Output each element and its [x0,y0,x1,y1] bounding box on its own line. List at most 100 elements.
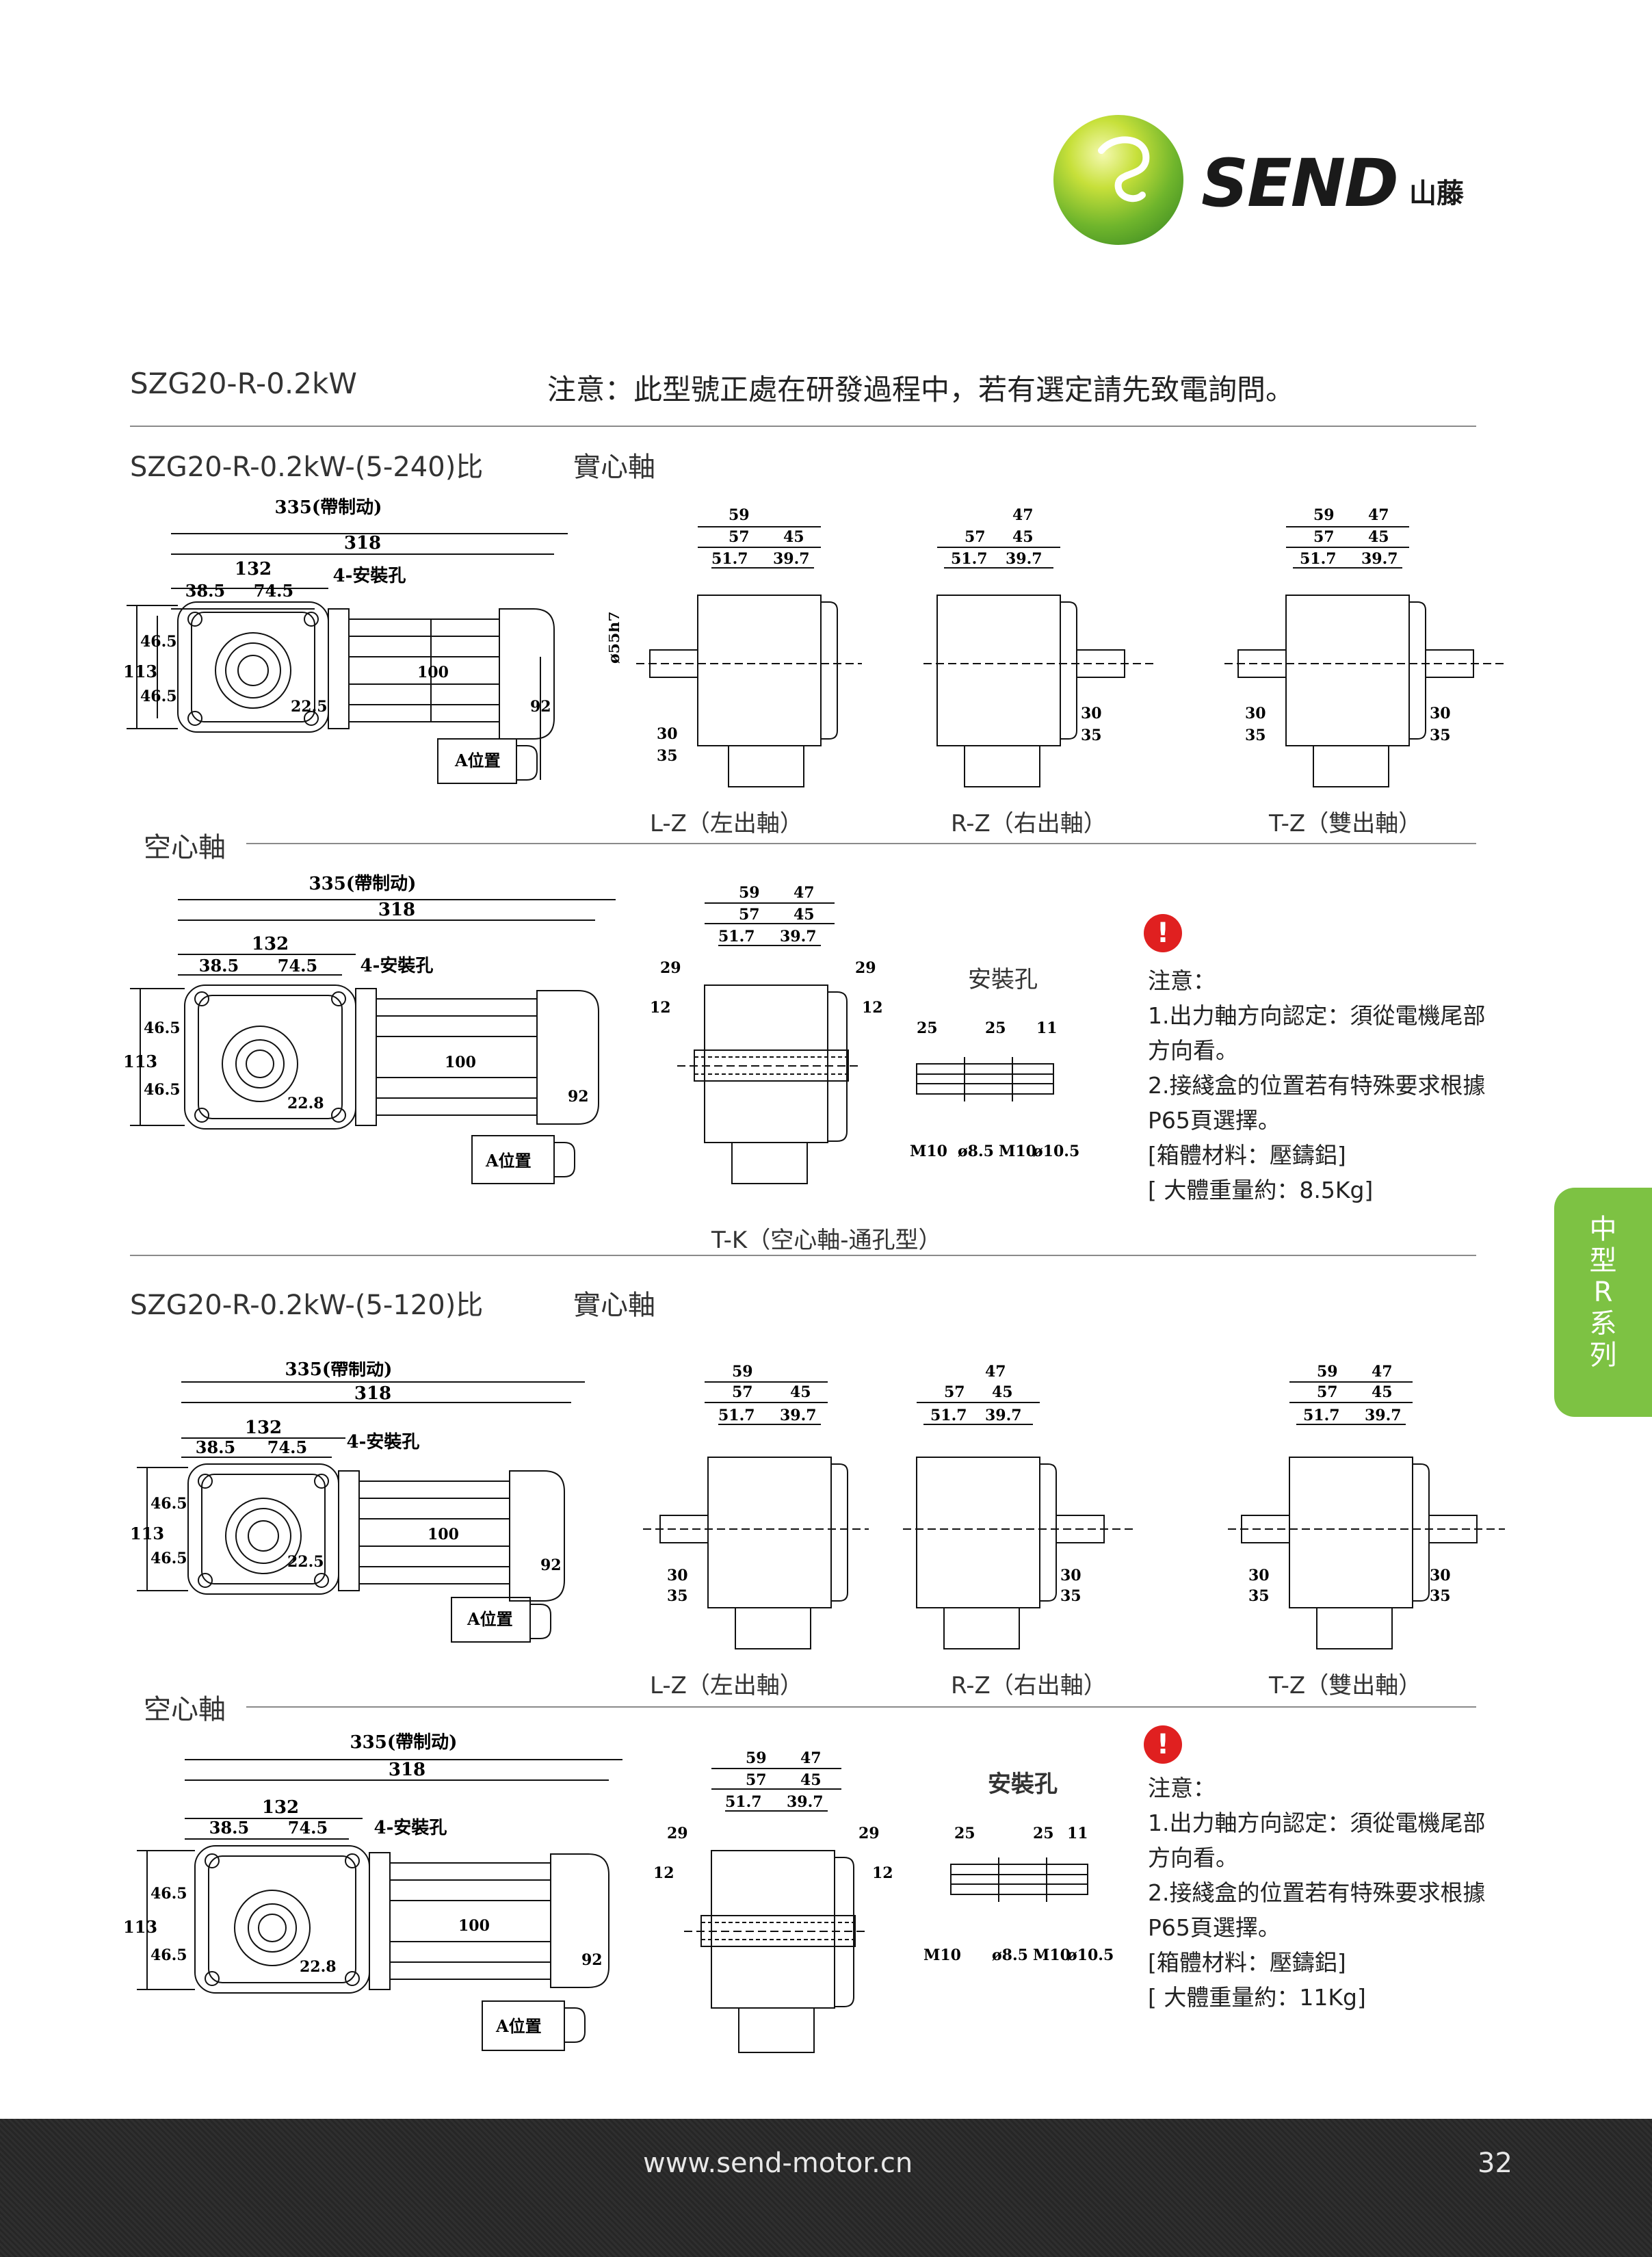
section1-solid-label: 實心軸 [573,452,655,483]
svg-text:46.5: 46.5 [140,633,177,651]
svg-text:57: 57 [1313,528,1335,546]
svg-text:57: 57 [746,1771,767,1789]
svg-text:12: 12 [650,999,671,1017]
svg-text:11: 11 [1067,1825,1088,1842]
svg-text:30: 30 [1430,1567,1451,1584]
svg-text:22.5: 22.5 [291,698,328,716]
svg-text:335(帶制动): 335(帶制动) [350,1732,458,1753]
svg-text:M10: M10 [910,1143,947,1160]
svg-text:51.7: 51.7 [711,550,748,568]
svg-text:51.7: 51.7 [1303,1407,1340,1424]
svg-text:M10: M10 [999,1143,1036,1160]
svg-text:39.7: 39.7 [1006,550,1043,568]
svg-text:ø10.5: ø10.5 [1067,1946,1114,1964]
svg-text:318: 318 [378,900,415,920]
svg-text:30: 30 [1060,1567,1081,1584]
svg-text:45: 45 [790,1383,811,1401]
svg-text:51.7: 51.7 [725,1793,762,1811]
svg-text:335(帶制动): 335(帶制动) [275,497,382,518]
notice-line: 1.出力軸方向認定：須從電機尾部 [1148,1002,1486,1029]
svg-text:25: 25 [1033,1825,1054,1842]
svg-text:74.5: 74.5 [254,581,293,601]
notice-line: 方向看。 [1148,1844,1238,1871]
svg-text:38.5: 38.5 [209,1818,249,1838]
svg-text:113: 113 [123,1917,157,1937]
svg-text:A位置: A位置 [495,2016,542,2036]
svg-text:30: 30 [1081,705,1102,722]
svg-text:57: 57 [944,1383,965,1401]
svg-text:12: 12 [653,1864,674,1882]
svg-text:57: 57 [732,1383,753,1401]
hollow-side-view-2: 335(帶制动) 318 132 38.5 74.5 4-安裝孔 113 46.… [123,1732,622,2051]
svg-text:35: 35 [1081,727,1102,744]
svg-text:29: 29 [855,959,876,977]
svg-text:46.5: 46.5 [150,1946,187,1964]
footer: www.send-motor.cn 32 [0,2119,1652,2257]
svg-text:335(帶制动): 335(帶制动) [285,1361,393,1380]
svg-text:30: 30 [1430,705,1451,722]
section2-hollow-label: 空心軸 [144,1694,226,1725]
svg-text:39.7: 39.7 [787,1793,824,1811]
svg-text:45: 45 [992,1383,1013,1401]
notice-line: [箱體材料：壓鑄鋁] [1148,1142,1346,1169]
svg-text:30: 30 [1245,705,1266,722]
svg-text:35: 35 [1245,727,1266,744]
svg-text:92: 92 [581,1951,603,1969]
svg-text:59: 59 [1317,1363,1338,1381]
svg-text:39.7: 39.7 [780,1407,817,1424]
svg-text:11: 11 [1036,1019,1058,1037]
svg-text:4-安裝孔: 4-安裝孔 [360,956,434,976]
svg-text:51.7: 51.7 [930,1407,967,1424]
svg-text:46.5: 46.5 [144,1081,181,1099]
svg-text:46.5: 46.5 [150,1550,187,1567]
caption-rz-1: R-Z（右出軸） [951,810,1107,837]
svg-text:ø8.5: ø8.5 [992,1946,1028,1964]
page-number: 32 [1478,2148,1512,2179]
svg-text:39.7: 39.7 [1365,1407,1402,1424]
svg-text:59: 59 [732,1363,753,1381]
svg-text:45: 45 [783,528,804,546]
svg-text:51.7: 51.7 [718,1407,755,1424]
svg-text:A位置: A位置 [454,751,501,770]
section1-hollow-rule [246,843,1476,844]
svg-text:46.5: 46.5 [144,1019,181,1037]
svg-text:22.8: 22.8 [287,1095,324,1112]
svg-text:45: 45 [1368,528,1389,546]
warning-icon: ! [1144,914,1182,952]
svg-text:38.5: 38.5 [199,956,239,976]
svg-text:39.7: 39.7 [985,1407,1022,1424]
svg-text:92: 92 [530,698,551,716]
svg-text:46.5: 46.5 [150,1495,187,1513]
caption-rz-2: R-Z（右出軸） [951,1672,1107,1699]
notice-block-2: 注意： 1.出力軸方向認定：須從電機尾部 方向看。 2.接綫盒的位置若有特殊要求… [1148,1771,1531,2015]
svg-text:22.8: 22.8 [300,1958,337,1976]
svg-text:35: 35 [1430,727,1451,744]
header-rule [130,426,1476,427]
svg-text:47: 47 [1012,506,1034,524]
svg-text:25: 25 [954,1825,975,1842]
svg-text:113: 113 [123,662,157,681]
svg-text:47: 47 [985,1363,1006,1381]
svg-text:74.5: 74.5 [288,1818,328,1838]
svg-text:132: 132 [245,1418,282,1438]
notice-line: 方向看。 [1148,1037,1238,1064]
footer-url[interactable]: www.send-motor.cn [643,2148,913,2179]
svg-text:ø55h7: ø55h7 [609,611,623,664]
svg-text:45: 45 [1012,528,1034,546]
svg-text:4-安裝孔: 4-安裝孔 [374,1818,447,1838]
section1-hollow-label: 空心軸 [144,832,226,863]
svg-text:45: 45 [1372,1383,1393,1401]
svg-text:132: 132 [252,934,289,954]
side-view-drawing-1: 335(帶制动) 318 132 38.5 74.5 4-安裝孔 113 46.… [123,497,568,784]
svg-text:39.7: 39.7 [1361,550,1398,568]
svg-text:113: 113 [130,1524,164,1543]
notice-line: P65頁選擇。 [1148,1107,1281,1134]
svg-text:A位置: A位置 [467,1609,513,1629]
notice-line: 注意： [1148,1775,1216,1801]
notice-line: 2.接綫盒的位置若有特殊要求根據 [1148,1072,1486,1099]
svg-text:51.7: 51.7 [951,550,988,568]
caption-tz-2: T-Z（雙出軸） [1269,1672,1422,1699]
